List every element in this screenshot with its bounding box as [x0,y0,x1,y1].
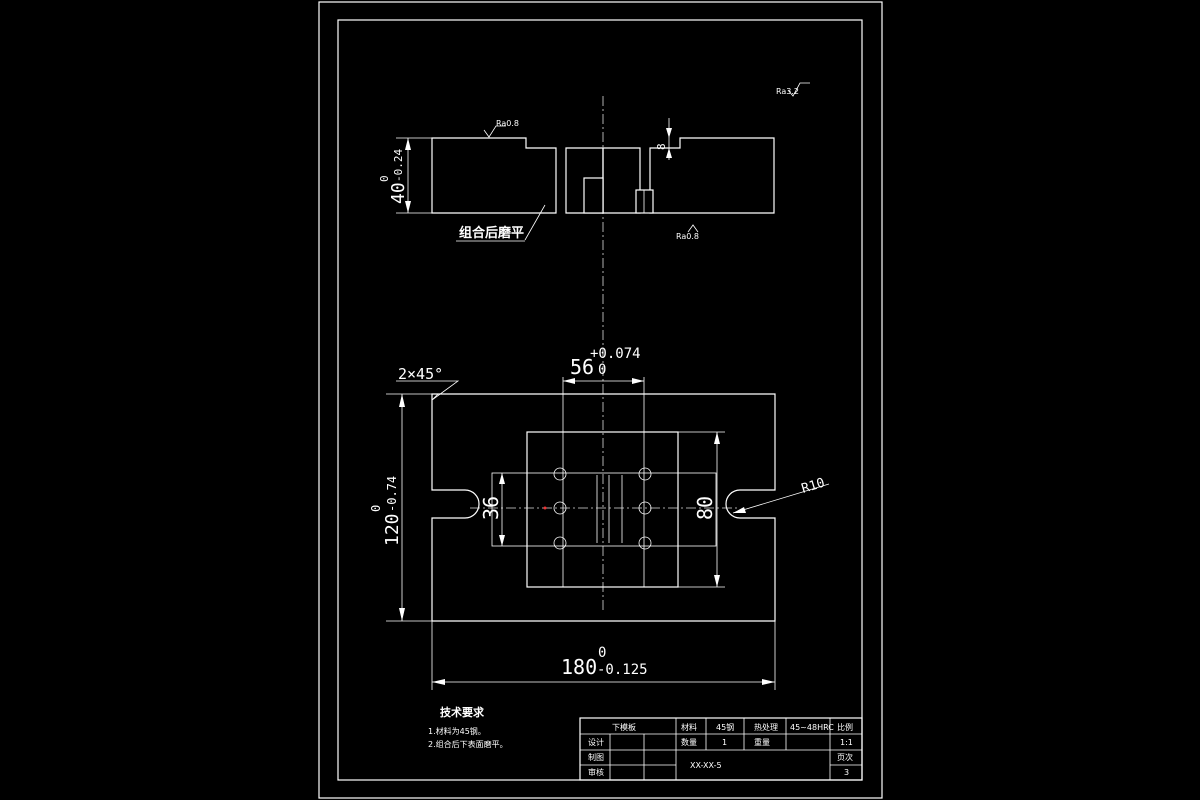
section-middle-block-right [602,147,641,214]
qty-value: 1 [722,738,727,747]
sheet-value: 3 [844,768,849,777]
review-label: 审核 [588,767,604,777]
insert-dim: 80 [693,496,717,520]
section-view: 40 0 -0.24 8 Ra0.8 Ra0.8 Ra3.2 组合后磨平 [378,82,810,242]
hole [638,536,652,550]
hole [553,467,567,481]
technical-notes: 技术要求 1.材料为45钢。 2.组合后下表面磨平。 [428,705,508,749]
roughness-bottom-icon: Ra0.8 [676,224,699,241]
length-dim-lower: -0.125 [597,662,648,678]
svg-text:Ra3.2: Ra3.2 [776,87,799,96]
radius-label: R10 [800,476,827,497]
hole [553,501,567,515]
svg-text:Ra0.8: Ra0.8 [496,119,519,128]
origin-marker [543,506,547,510]
hole-group [553,467,652,550]
hole-spacing-dim: 36 [479,496,503,520]
width-dim-value: 120 [382,513,403,546]
thickness-dim-upper: 0 [378,175,391,182]
design-label: 设计 [588,737,604,747]
part-name: 下模板 [612,722,636,732]
qty-label: 数量 [681,737,697,747]
hole [638,467,652,481]
chamfer-label: 2×45° [398,365,443,383]
drawing-number: XX-XX-5 [690,761,722,770]
notes-title: 技术要求 [440,705,485,719]
material-label: 材料 [681,722,697,732]
heat-label: 热处理 [754,722,778,732]
weight-label: 重量 [754,737,770,747]
roughness-corner-icon: Ra3.2 [776,82,810,97]
section-left-block [431,137,557,214]
width-dim-lower: -0.74 [385,476,399,512]
grind-note: 组合后磨平 [459,225,524,241]
slot-dim-value: 56 [570,355,594,379]
drafting-label: 制图 [588,752,604,762]
scale-label: 比例 [837,722,853,732]
width-dim-upper: 0 [369,505,383,512]
plate-outline [431,393,776,622]
roughness-top-icon: Ra0.8 [483,119,519,138]
step-dim: 8 [655,143,668,150]
hole-pattern-frame [491,472,717,547]
section-pocket-right [635,189,654,214]
thickness-dim-lower: -0.24 [392,149,405,182]
section-pocket-left [583,177,604,214]
insert-outline [526,431,679,588]
hole [638,501,652,515]
sheet-label: 页次 [837,752,853,762]
material-value: 45钢 [716,722,734,732]
notes-line-1: 1.材料为45钢。 [428,726,486,736]
length-dim-value: 180 [561,655,597,679]
outer-frame [318,1,883,799]
heat-value: 45~48HRC [790,723,834,732]
slot-dim-lower: 0 [598,362,606,378]
plan-view: 2×45° 56 +0.074 0 120 0 -0.74 36 80 [369,346,830,690]
title-block: 下模板 材料 45钢 热处理 45~48HRC 比例 设计 数量 1 重量 1:… [579,717,863,781]
notes-line-2: 2.组合后下表面磨平。 [428,739,508,749]
thickness-dim-value: 40 [388,182,409,204]
slot-dim-upper: +0.074 [590,346,641,362]
length-dim-upper: 0 [598,645,606,661]
hole [553,536,567,550]
svg-text:Ra0.8: Ra0.8 [676,232,699,241]
scale-value: 1:1 [840,738,853,747]
